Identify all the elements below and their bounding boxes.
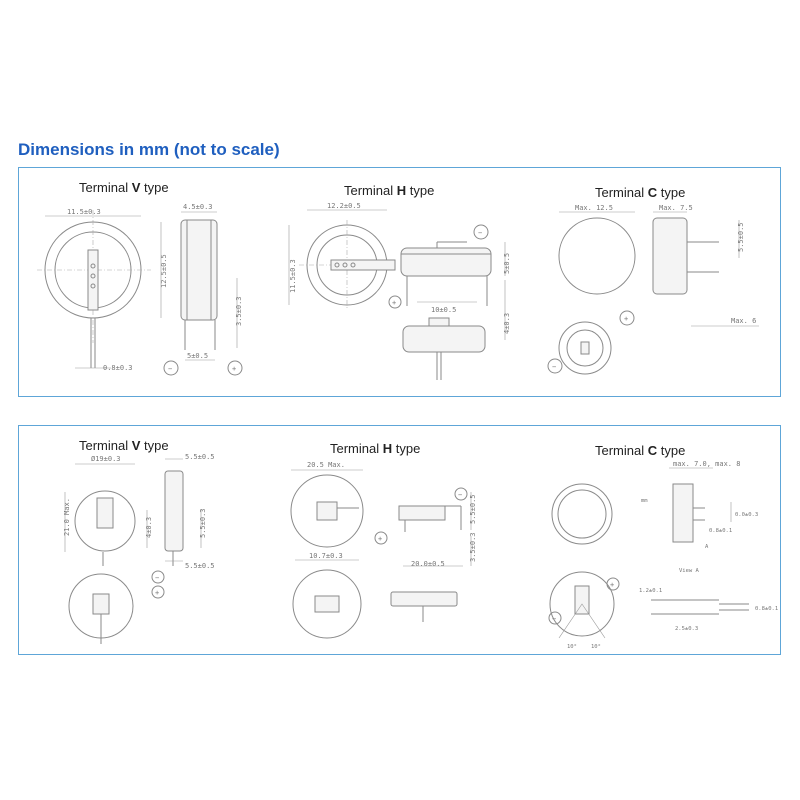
dim-side: 5.5±0.3 xyxy=(199,508,207,538)
terminal-c-title: Terminal C type xyxy=(595,443,685,458)
terminal-v-title: Terminal V type xyxy=(79,438,169,453)
dim-tab: 5.5±0.5 xyxy=(737,222,745,252)
svg-text:−: − xyxy=(552,615,556,623)
svg-text:−: − xyxy=(168,365,172,373)
terminal-h-diagram: Terminal H type 20.5 Max. 5.5±0.5 3.5±0.… xyxy=(290,441,477,639)
dim-lead: 3.5±0.3 xyxy=(235,296,243,326)
dim-top: max. 7.0, max. 8 xyxy=(673,460,740,468)
dimensions-panel-bottom: Terminal V type Ø19±0.3 21.0 Max. 5.5±0.… xyxy=(18,425,781,655)
dim-a: A xyxy=(705,544,709,550)
page-title: Dimensions in mm (not to scale) xyxy=(18,140,280,159)
dim-mm: mm xyxy=(641,498,648,504)
angle-left: 10° xyxy=(567,644,577,650)
plus-symbol xyxy=(619,310,635,326)
cell-side-view xyxy=(164,470,184,552)
cell-side-view xyxy=(180,219,218,321)
svg-text:+: + xyxy=(378,535,382,543)
dim-side: 5.5±0.5 xyxy=(469,494,477,524)
view-a-label: View A xyxy=(679,568,700,574)
minus-symbol xyxy=(163,360,179,376)
terminal-c-diagram: Terminal C type max. 7.0, max. 8 mm 0.0±… xyxy=(548,443,778,650)
svg-text:−: − xyxy=(552,363,556,371)
dim-low3: 2.5±0.3 xyxy=(675,626,698,632)
dim-width: 11.5±0.3 xyxy=(67,208,101,216)
svg-text:+: + xyxy=(392,299,396,307)
svg-text:+: + xyxy=(610,581,614,589)
dim-thickness: 4.5±0.3 xyxy=(183,203,213,211)
plus-symbol xyxy=(151,585,165,599)
dim-bottom: 5.5±0.5 xyxy=(185,562,215,570)
minus-symbol xyxy=(151,570,165,584)
angle-right: 10° xyxy=(591,644,601,650)
cell-outline xyxy=(558,217,636,295)
cell-outline xyxy=(551,483,613,545)
dim-lead: 4±0.3 xyxy=(503,313,511,334)
terminal-v-diagram: Terminal V type Ø19±0.3 21.0 Max. 5.5±0.… xyxy=(63,438,215,644)
svg-text:−: − xyxy=(478,229,482,237)
dim-pin: 0.8±0.3 xyxy=(103,364,133,372)
dim-top: 5.5±0.5 xyxy=(185,453,215,461)
dim-thickness: Max. 7.5 xyxy=(659,204,693,212)
terminal-v-diagram: Terminal V type 11.5±0.3 12.5±0.5 0.8±0.… xyxy=(37,180,243,376)
dim-side: 5±0.5 xyxy=(503,253,511,274)
plus-symbol xyxy=(388,295,402,309)
dim-pitch: 5±0.5 xyxy=(187,352,208,360)
svg-text:−: − xyxy=(155,574,159,582)
terminal-c-title: Terminal C type xyxy=(595,185,685,200)
minus-symbol xyxy=(454,487,468,501)
cell-outline xyxy=(74,490,136,552)
dim-height: 12.5±0.5 xyxy=(160,254,168,288)
plus-symbol xyxy=(227,360,243,376)
dimensions-panel-top: Terminal V type 11.5±0.3 12.5±0.5 0.8±0.… xyxy=(18,167,781,397)
cell-side-view xyxy=(652,217,688,295)
dim-tab: 0.0±0.3 xyxy=(735,512,758,518)
dim-height: 11.5±0.3 xyxy=(289,259,297,293)
minus-symbol xyxy=(547,358,563,374)
terminal-c-diagram: Terminal C type Max. 12.5 Max. 7.5 5.5±0… xyxy=(547,185,759,375)
svg-text:+: + xyxy=(624,315,628,323)
terminal-h-title: Terminal H type xyxy=(330,441,420,456)
dim-low1: 1.2±0.1 xyxy=(639,588,662,594)
terminal-h-diagram: Terminal H type 12.2±0.5 11.5±0.3 5±0.5 … xyxy=(288,183,511,380)
plus-symbol xyxy=(606,577,620,591)
cell-outline xyxy=(290,474,364,548)
dim-low2: 0.8±0.1 xyxy=(755,606,778,612)
minus-symbol xyxy=(548,611,562,625)
dim-width: Max. 12.5 xyxy=(575,204,613,212)
dim-pitch: 10±0.5 xyxy=(431,306,456,314)
svg-text:+: + xyxy=(232,365,236,373)
dim-width: 20.5 Max. xyxy=(307,461,345,469)
cell-side-view xyxy=(400,247,492,277)
dim-tab2: 0.8±0.1 xyxy=(709,528,732,534)
terminal-h-title: Terminal H type xyxy=(344,183,434,198)
terminal-v-title: Terminal V type xyxy=(79,180,169,195)
dim-height: 21.0 Max. xyxy=(63,498,71,536)
dim-length: Max. 6 xyxy=(731,317,756,325)
minus-symbol xyxy=(473,224,489,240)
plus-symbol xyxy=(374,531,388,545)
cell-side-view xyxy=(672,483,694,543)
dim-pitch-a: 10.7±0.3 xyxy=(309,552,343,560)
dim-diameter: Ø19±0.3 xyxy=(91,455,121,463)
dim-lead: 4±0.3 xyxy=(145,517,153,538)
dim-pitch-b: 20.0±0.5 xyxy=(411,560,445,568)
svg-text:−: − xyxy=(458,491,462,499)
dim-lower: 3.5±0.3 xyxy=(469,532,477,562)
svg-text:+: + xyxy=(155,589,159,597)
dim-width: 12.2±0.5 xyxy=(327,202,361,210)
